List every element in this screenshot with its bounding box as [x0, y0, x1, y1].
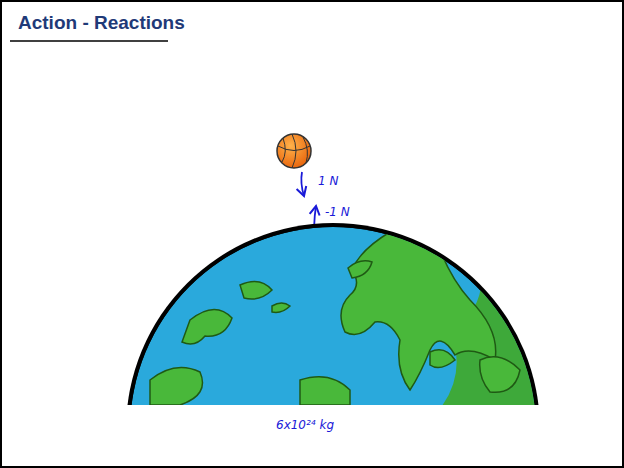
title-underline: [10, 40, 168, 42]
slide-title: Action - Reactions: [18, 12, 185, 34]
force-label: -1 N: [325, 205, 350, 219]
earth: [126, 223, 560, 405]
basketball: [277, 134, 311, 168]
force-label: 1 N: [318, 174, 338, 188]
force-arrow: [301, 172, 304, 196]
mass-label: 6x10²⁴ kg: [276, 418, 334, 432]
